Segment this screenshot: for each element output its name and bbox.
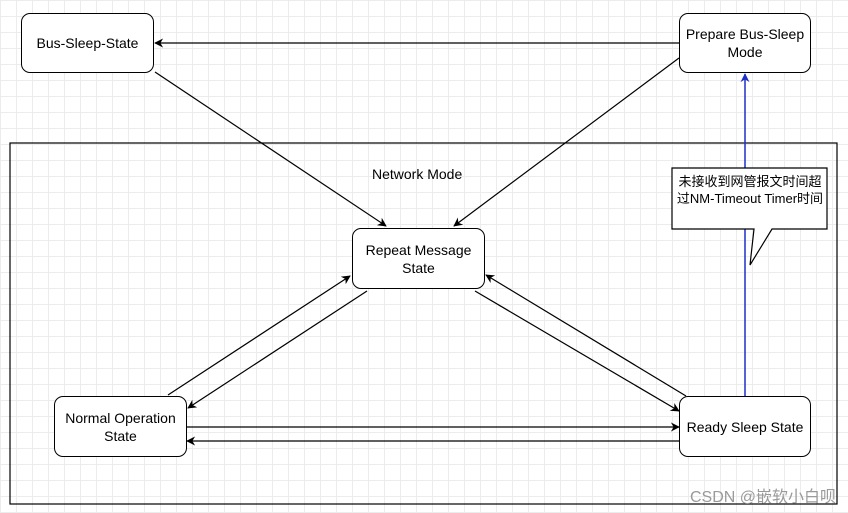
watermark: CSDN @嵌软小白呗 (689, 489, 836, 506)
bus-sleep-state: Bus-Sleep-State (21, 13, 154, 73)
repeat-message-state: Repeat Message State (352, 228, 485, 289)
callout-text: 未接收到网管报文时间超过NM-Timeout Timer时间 (676, 174, 824, 206)
edge-bus-sleep-to-repeat (154, 71, 387, 227)
network-mode-label: Network Mode (372, 166, 463, 182)
prepare-bus-sleep-state: Prepare Bus-Sleep Mode (679, 13, 811, 73)
network-mode-container (9, 142, 838, 505)
edge-repeat-to-normal (187, 290, 368, 409)
normal-operation-state: Normal Operation State (54, 396, 187, 457)
ready-sleep-state: Ready Sleep State (679, 396, 811, 457)
edge-normal-to-repeat (167, 275, 351, 396)
edge-ready-to-repeat (485, 274, 687, 397)
callout-box (671, 167, 828, 266)
edge-prepare-to-repeat (453, 57, 680, 227)
edge-repeat-to-ready (474, 290, 680, 412)
